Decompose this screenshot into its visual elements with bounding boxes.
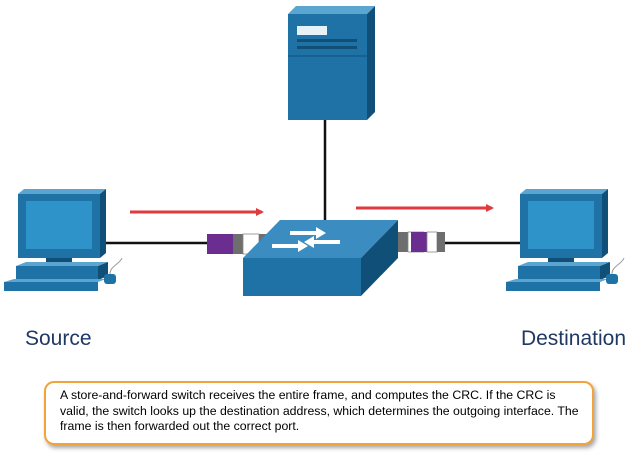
destination-computer (506, 189, 625, 291)
desktop-computer-icon (4, 189, 123, 291)
switch-arrows-icon (272, 227, 340, 252)
server-tower-icon (288, 6, 375, 120)
source-computer (4, 189, 123, 291)
source-label: Source (25, 327, 92, 350)
outgoing-frame (394, 231, 445, 253)
caption-box: A store-and-forward switch receives the … (44, 381, 594, 445)
desktop-computer-icon (506, 189, 625, 291)
network-switch-icon (243, 220, 398, 296)
destination-label: Destination (520, 327, 626, 350)
caption-text: A store-and-forward switch receives the … (60, 388, 579, 434)
